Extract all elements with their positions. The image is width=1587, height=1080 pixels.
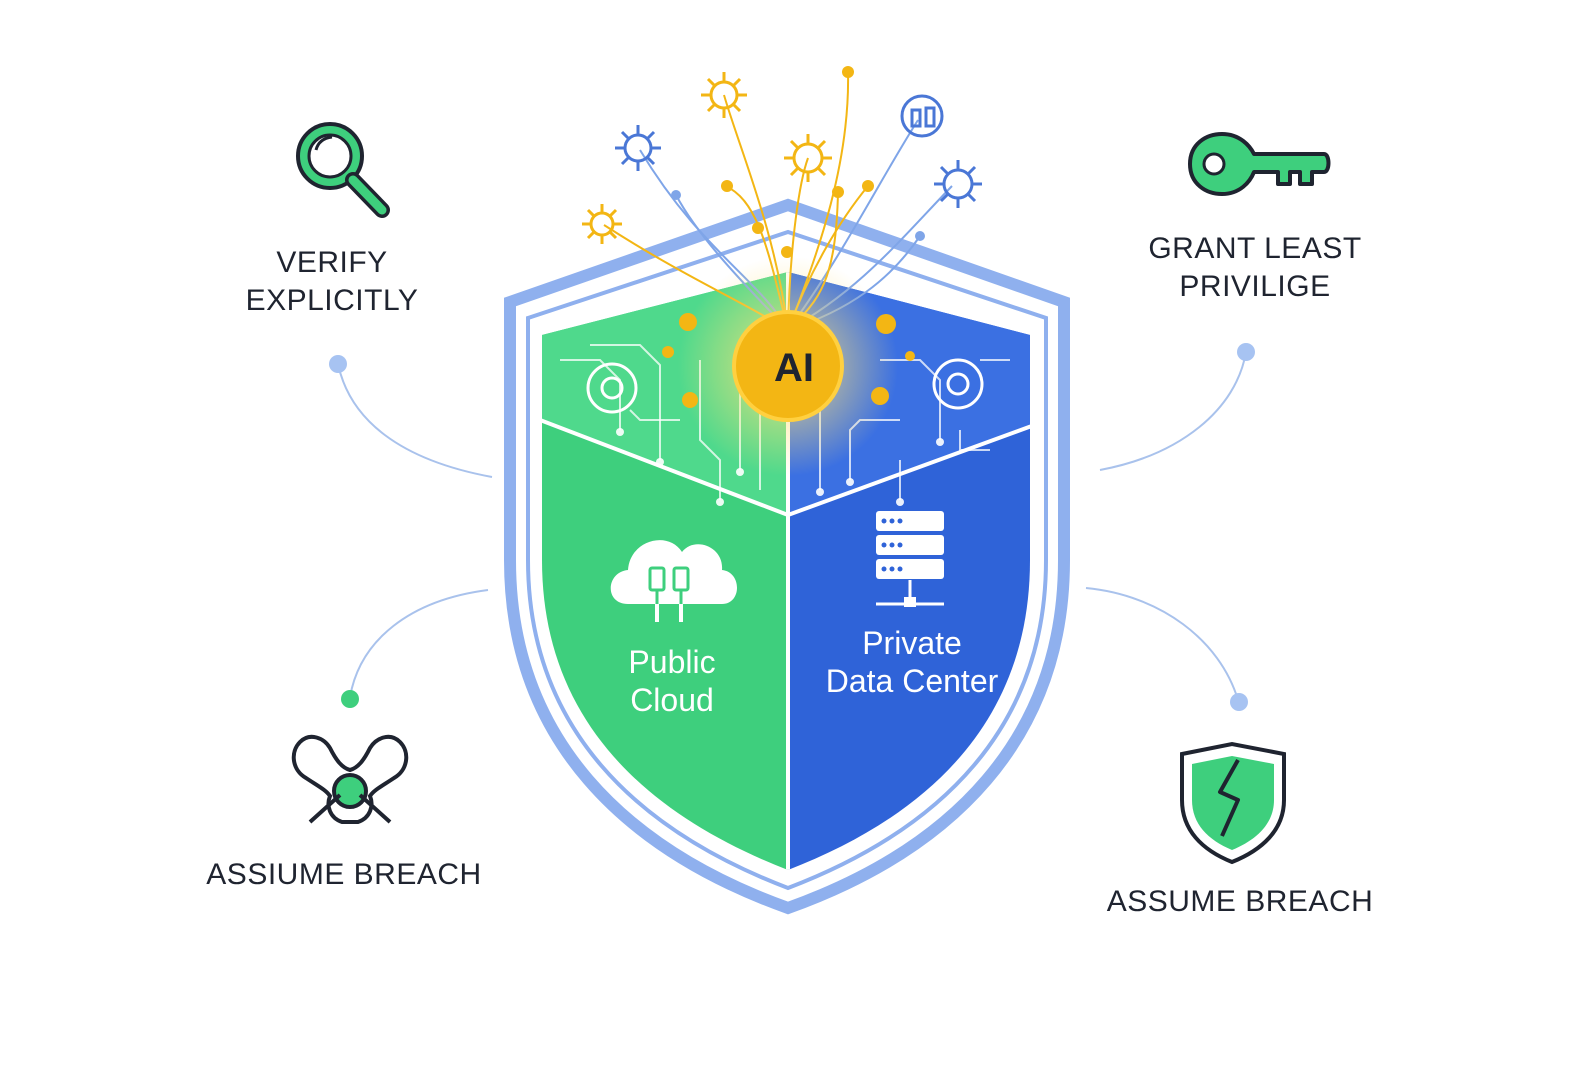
breach-right-label-line1: ASSUME BREACH: [1106, 885, 1374, 918]
private-dc-label-line2: Data Center: [825, 663, 999, 699]
virus-yellow-icon: [582, 204, 622, 244]
grant-least-privilege-label: GRANT LEAST PRIVILIGE: [1140, 230, 1370, 306]
connector-dot-privilege: [1237, 343, 1255, 361]
virus-blue-icon: [615, 125, 661, 171]
gear-left-icon: [586, 362, 638, 414]
connector-dot-breach-left: [341, 690, 359, 708]
private-dc-label-line1: Private: [862, 625, 962, 661]
verify-label-line2: EXPLICITLY: [245, 284, 419, 317]
verify-explicitly-label: VERIFY EXPLICITLY: [220, 244, 444, 320]
connector-lines: [337, 351, 1247, 701]
virus-blue-icon: [934, 160, 982, 208]
key-icon: [1188, 132, 1331, 196]
virus-icons: [582, 72, 982, 244]
gear-right-icon: [932, 358, 984, 410]
public-cloud-label-line1: Public: [628, 644, 716, 680]
connector-node-icon: [291, 734, 409, 824]
cloud-icon: [610, 540, 737, 622]
connector-dot-verify: [329, 355, 347, 373]
public-cloud-label: Public Cloud: [600, 643, 744, 719]
broken-shield-icon: [1180, 741, 1286, 865]
virus-yellow-icon: [701, 72, 747, 118]
privilege-label-line2: PRIVILIGE: [1179, 270, 1331, 303]
ai-core-label: AI: [774, 346, 814, 390]
ai-core: [732, 310, 844, 422]
assume-breach-left-label: ASSIUME BREACH: [196, 856, 492, 894]
ai-sparks: [662, 313, 915, 408]
connector-dot-breach-right: [1230, 693, 1248, 711]
breach-left-label-line1: ASSIUME BREACH: [206, 858, 482, 891]
ai-ray-dots: [671, 66, 925, 258]
verify-label-line1: VERIFY: [276, 246, 388, 279]
server-icon: [876, 511, 944, 607]
private-dc-label: Private Data Center: [812, 624, 1012, 700]
padlock-circle-icon: [900, 94, 944, 138]
virus-yellow-icon: [784, 134, 832, 182]
public-cloud-label-line2: Cloud: [630, 682, 714, 718]
magnifier-icon: [296, 122, 390, 218]
privilege-label-line1: GRANT LEAST: [1148, 232, 1362, 265]
assume-breach-right-label: ASSUME BREACH: [1094, 883, 1386, 921]
